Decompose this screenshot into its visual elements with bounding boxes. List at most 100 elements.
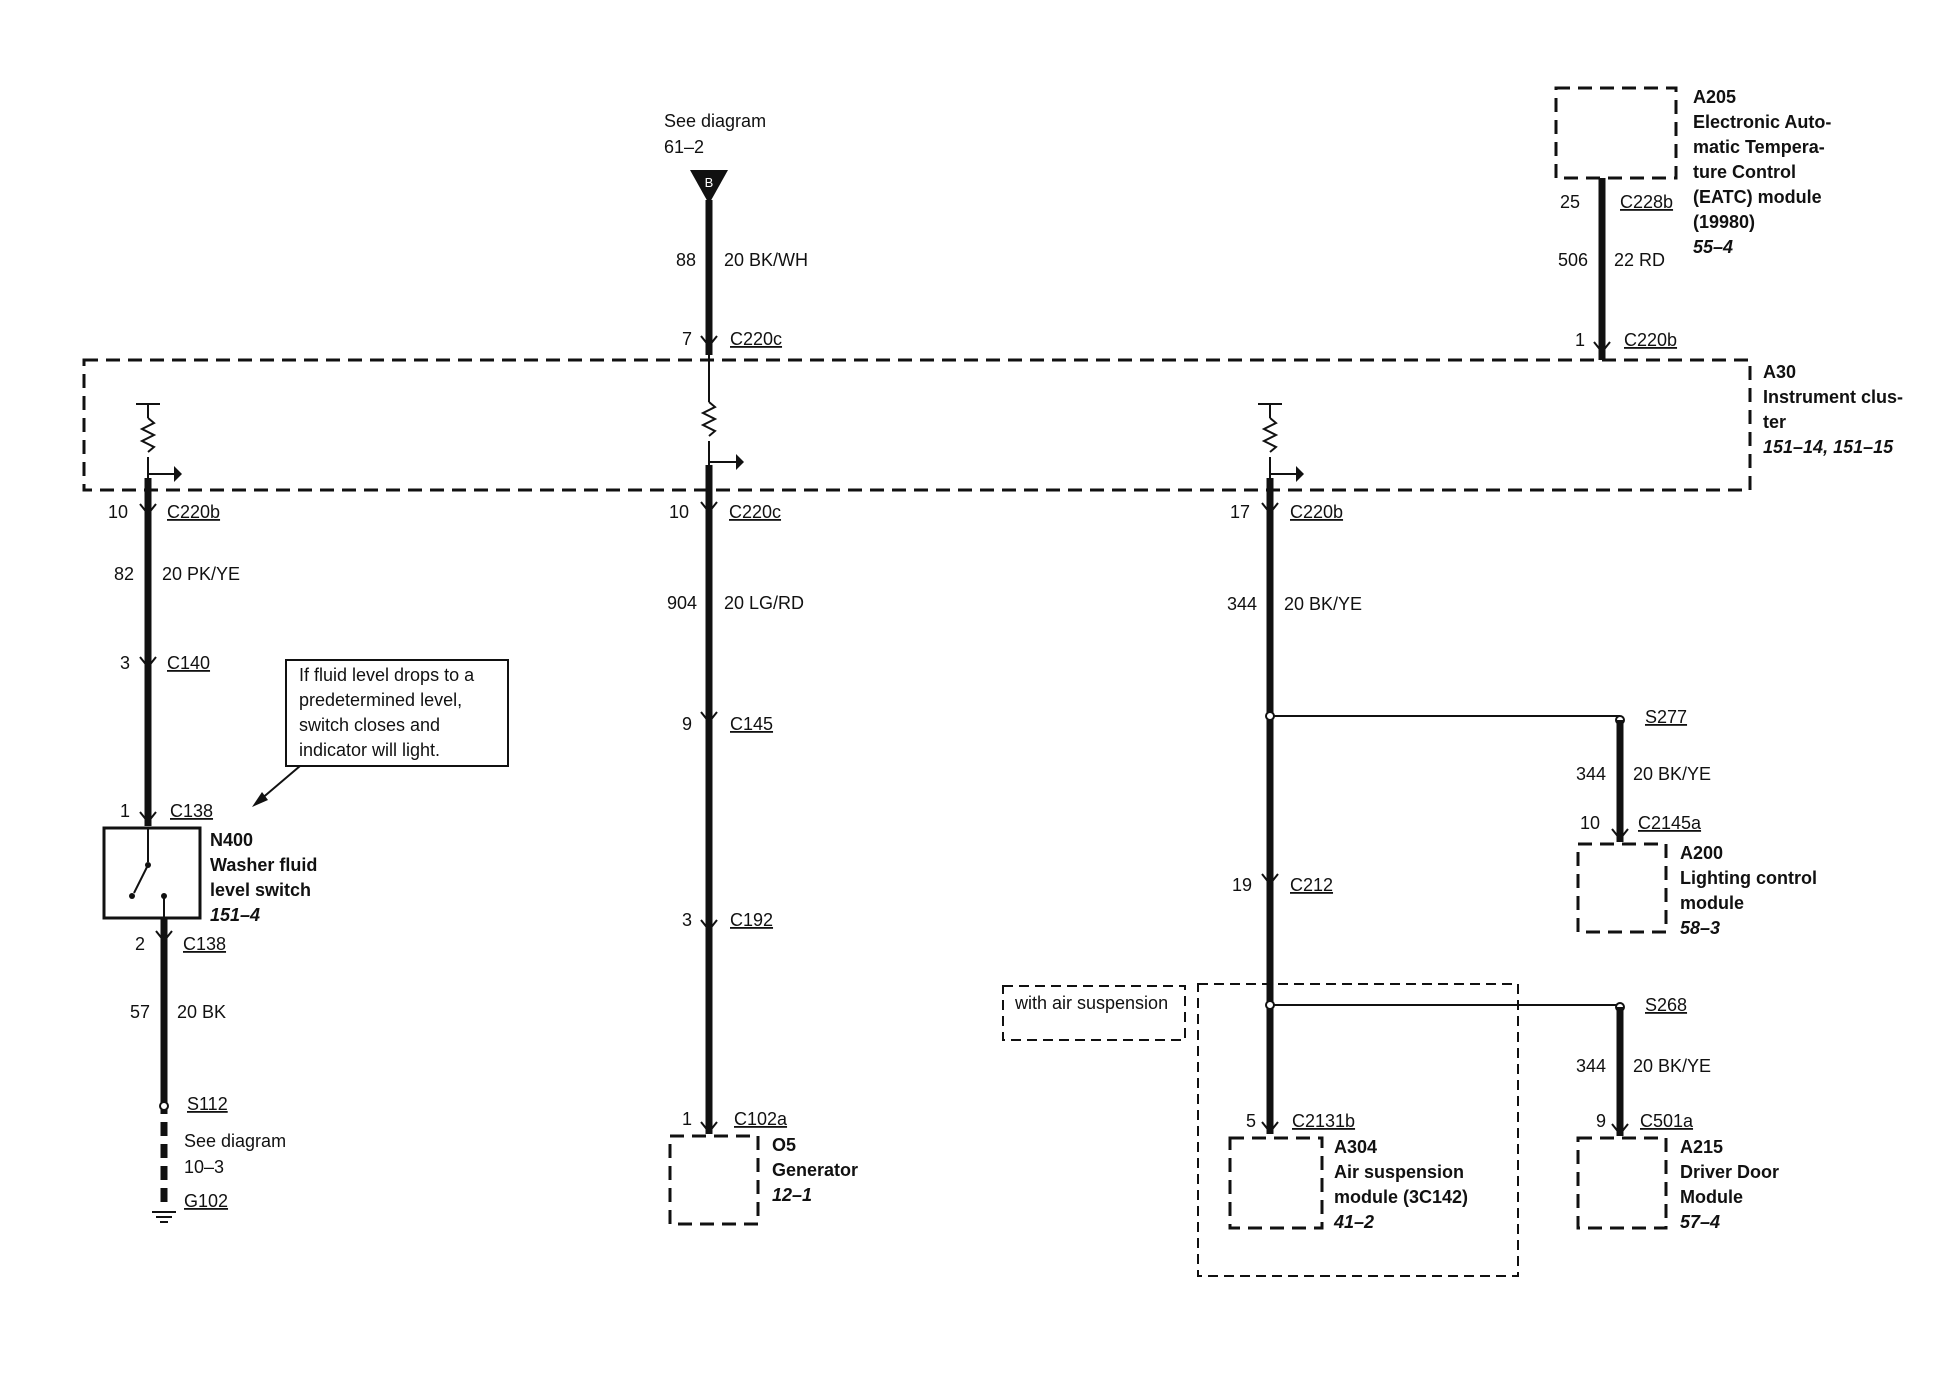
splice-node-277-left <box>1265 711 1275 721</box>
circuit-spec-bk-wh: 20 BK/WH <box>724 250 808 270</box>
pin-c228b: 25 <box>1560 192 1580 212</box>
pin-c212: 19 <box>1232 875 1252 895</box>
a205-id: A205 <box>1693 87 1736 107</box>
pin-c220b-left: 10 <box>108 502 128 522</box>
option-label: with air suspension <box>1014 993 1168 1013</box>
pin-arrow-icon <box>139 811 157 824</box>
top-feed-note: See diagram <box>664 111 766 131</box>
connector-c220c-top: C220c <box>730 329 782 349</box>
a215-id: A215 <box>1680 1137 1723 1157</box>
connector-b-icon <box>690 170 728 204</box>
n400-switch-box <box>102 826 202 920</box>
connector-c138-top: C138 <box>170 801 213 821</box>
a304-id: A304 <box>1334 1137 1377 1157</box>
pin-c192: 3 <box>682 910 692 930</box>
n400-desc-1: Washer fluid <box>210 855 317 875</box>
connector-c192: C192 <box>730 910 773 930</box>
circuit-spec-eatc-rd: 22 RD <box>1614 250 1665 270</box>
ground-note: See diagram <box>184 1131 286 1151</box>
washer-indicator-icon <box>136 403 182 482</box>
top-feed-page: 61–2 <box>664 137 704 157</box>
splice-s112-dot <box>159 1101 169 1111</box>
connector-c102a: C102a <box>734 1109 788 1129</box>
pin-arrow-icon <box>700 919 718 932</box>
callout-line-1: If fluid level drops to a <box>299 665 475 685</box>
pin-c220c-mid: 10 <box>669 502 689 522</box>
pin-c140: 3 <box>120 653 130 673</box>
pin-arrow-icon <box>1593 341 1611 354</box>
o5-id: O5 <box>772 1135 796 1155</box>
circuit-num-eatc-rd: 506 <box>1558 250 1588 270</box>
pin-arrow-icon <box>700 335 718 348</box>
splice-s268: S268 <box>1645 995 1687 1015</box>
switch-contact-icon <box>129 828 167 918</box>
pin-arrow-icon <box>1261 502 1279 515</box>
o5-ref: 12–1 <box>772 1185 812 1205</box>
connector-c138-bot: C138 <box>183 934 226 954</box>
o5-generator-box <box>668 1134 760 1226</box>
connector-c212: C212 <box>1290 875 1333 895</box>
connector-c140: C140 <box>167 653 210 673</box>
circuit-spec-lg-rd: 20 LG/RD <box>724 593 804 613</box>
circuit-num-pk-ye: 82 <box>114 564 134 584</box>
option-label-box <box>1002 985 1186 1041</box>
connector-b-symbol: B <box>705 175 714 190</box>
pin-arrow-icon <box>700 501 718 514</box>
a30-instrument-cluster-box <box>82 358 1752 492</box>
a205-desc-3: ture Control <box>1693 162 1796 182</box>
charge-indicator-icon <box>700 355 744 470</box>
a205-desc-2: matic Tempera- <box>1693 137 1825 157</box>
pin-arrow-icon <box>1611 828 1629 841</box>
ground-icon <box>152 1211 176 1223</box>
circuit-num-bk-wh: 88 <box>676 250 696 270</box>
a205-ref: 55–4 <box>1693 237 1733 257</box>
circuit-spec-pk-ye: 20 PK/YE <box>162 564 240 584</box>
callout-line-3: switch closes and <box>299 715 440 735</box>
circuit-spec-bk-ye: 20 BK/YE <box>1284 594 1362 614</box>
a304-ref: 41–2 <box>1333 1212 1374 1232</box>
air-suspension-option-box <box>1197 983 1519 1277</box>
ground-page: 10–3 <box>184 1157 224 1177</box>
a30-desc-2: ter <box>1763 412 1786 432</box>
a200-desc-2: module <box>1680 893 1744 913</box>
callout-line-2: predetermined level, <box>299 690 462 710</box>
callout-arrow-icon <box>252 765 301 807</box>
pin-c102a: 1 <box>682 1109 692 1129</box>
splice-s277: S277 <box>1645 707 1687 727</box>
a215-ref: 57–4 <box>1680 1212 1720 1232</box>
n400-desc-2: level switch <box>210 880 311 900</box>
a304-desc-1: Air suspension <box>1334 1162 1464 1182</box>
pin-arrow-icon <box>155 930 173 943</box>
pin-c138-top: 1 <box>120 801 130 821</box>
circuit-spec-bk: 20 BK <box>177 1002 226 1022</box>
connector-c220b-right: C220b <box>1290 502 1343 522</box>
a30-ref: 151–14, 151–15 <box>1763 437 1894 457</box>
circuit-spec-bk-ye-ddm: 20 BK/YE <box>1633 1056 1711 1076</box>
callout-line-4: indicator will light. <box>299 740 440 760</box>
a304-module-box <box>1228 1136 1324 1230</box>
connector-c220b-top: C220b <box>1624 330 1677 350</box>
pin-arrow-icon <box>139 503 157 516</box>
ground-g102: G102 <box>184 1191 228 1211</box>
splice-node-268-left <box>1265 1000 1275 1010</box>
pin-arrow-icon <box>700 1121 718 1134</box>
a215-module-box <box>1576 1136 1668 1230</box>
a205-desc-5: (19980) <box>1693 212 1755 232</box>
splice-s112: S112 <box>187 1094 228 1114</box>
a304-desc-2: module (3C142) <box>1334 1187 1468 1207</box>
pin-c2131b: 5 <box>1246 1111 1256 1131</box>
n400-id: N400 <box>210 830 253 850</box>
connector-c2131b: C2131b <box>1292 1111 1355 1131</box>
connector-c220b-left: C220b <box>167 502 220 522</box>
a215-desc-1: Driver Door <box>1680 1162 1779 1182</box>
a200-id: A200 <box>1680 843 1723 863</box>
pin-c2145a: 10 <box>1580 813 1600 833</box>
pin-arrow-icon <box>1261 1121 1279 1134</box>
a200-desc-1: Lighting control <box>1680 868 1817 888</box>
a30-desc-1: Instrument clus- <box>1763 387 1903 407</box>
a205-desc-1: Electronic Auto- <box>1693 112 1831 132</box>
pin-arrow-icon <box>1611 1123 1629 1136</box>
circuit-num-bk: 57 <box>130 1002 150 1022</box>
n400-ref: 151–4 <box>210 905 260 925</box>
